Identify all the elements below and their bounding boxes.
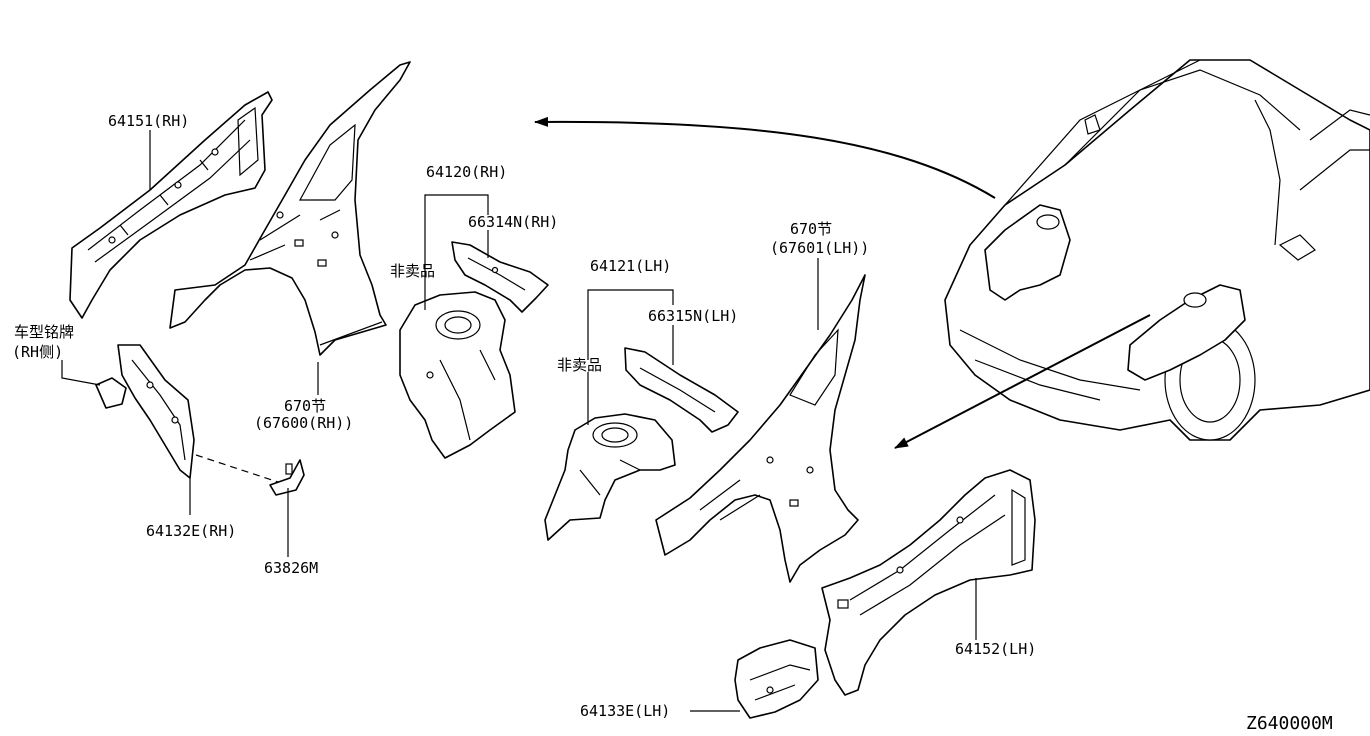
label-64151: 64151(RH) xyxy=(108,112,189,130)
label-670-lh: 670节 xyxy=(790,220,832,238)
part-64133e-bracket-lh[interactable] xyxy=(734,639,819,719)
label-67601: (67601(LH)) xyxy=(770,239,869,257)
part-64120-strut-housing-rh[interactable] xyxy=(399,291,516,459)
arrow-to-lh-group xyxy=(894,314,1151,449)
part-67600-fender-section-rh[interactable] xyxy=(169,61,411,356)
label-64121: 64121(LH) xyxy=(590,257,671,275)
part-64151-hood-ledge-rh[interactable] xyxy=(69,91,273,319)
diagram-code: Z640000M xyxy=(1246,713,1333,734)
label-63826m: 63826M xyxy=(264,559,318,577)
labels: 64151(RH) 64120(RH) 66314N(RH) 非卖品 64121… xyxy=(12,112,1333,734)
part-63826m-clip[interactable] xyxy=(269,459,305,496)
label-67600: (67600(RH)) xyxy=(254,414,353,432)
label-64152: 64152(LH) xyxy=(955,640,1036,658)
part-64132e-bracket-rh[interactable] xyxy=(117,344,195,479)
label-64120: 64120(RH) xyxy=(426,163,507,181)
part-66314n-bracket-rh[interactable] xyxy=(451,241,549,313)
label-not-sold-rh: 非卖品 xyxy=(390,262,435,280)
leader-lines xyxy=(61,130,977,712)
label-nameplate-1: 车型铭牌 xyxy=(14,323,74,341)
arrow-to-rh-group xyxy=(534,116,996,199)
car-overview xyxy=(944,59,1370,441)
part-64121-strut-housing-lh[interactable] xyxy=(544,413,676,541)
label-670-rh: 670节 xyxy=(284,397,326,415)
part-64152-hood-ledge-lh[interactable] xyxy=(821,469,1036,696)
label-66315n: 66315N(LH) xyxy=(648,307,738,325)
label-not-sold-lh: 非卖品 xyxy=(557,356,602,374)
part-66315n-bracket-lh[interactable] xyxy=(624,347,739,433)
part-67601-fender-section-lh[interactable] xyxy=(655,274,866,583)
label-66314n: 66314N(RH) xyxy=(468,213,558,231)
label-64132e: 64132E(RH) xyxy=(146,522,236,540)
part-nameplate-rh[interactable] xyxy=(95,377,127,409)
label-nameplate-2: (RH侧) xyxy=(12,343,63,361)
label-64133e: 64133E(LH) xyxy=(580,702,670,720)
